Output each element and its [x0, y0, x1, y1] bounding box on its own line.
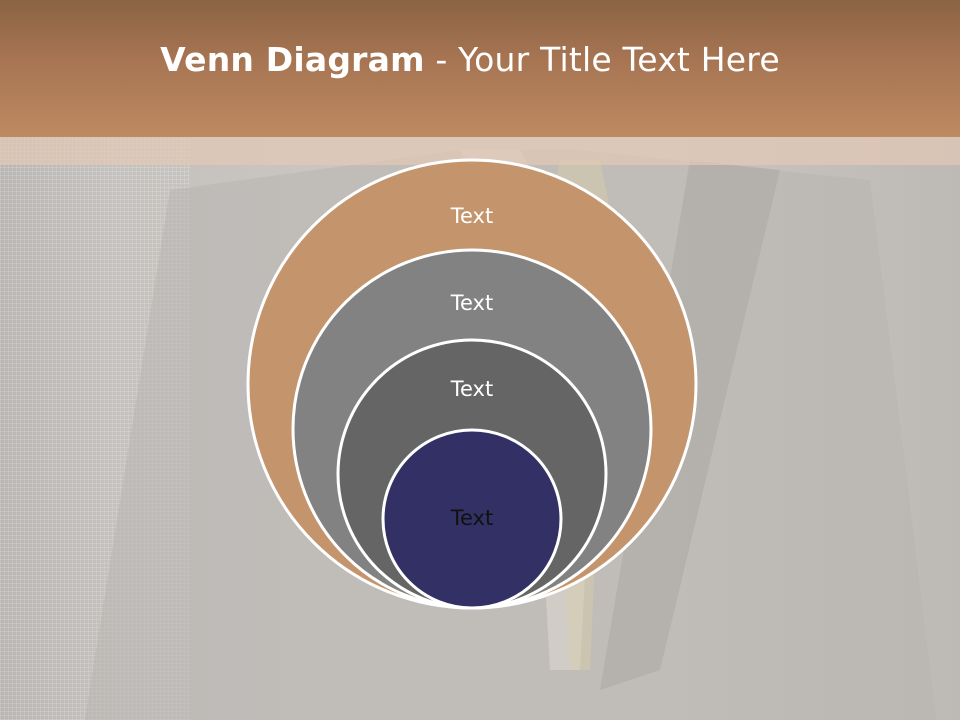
slide-title: Venn Diagram - Your Title Text Here: [0, 40, 940, 79]
venn-label-inner: Text: [450, 506, 494, 530]
title-rest-text: - Your Title Text Here: [424, 40, 780, 79]
venn-circle-inner[interactable]: [381, 428, 563, 610]
title-bold-text: Venn Diagram: [160, 40, 425, 79]
title-bar: [0, 0, 960, 137]
venn-label-outer: Text: [450, 204, 494, 228]
venn-label-second: Text: [450, 291, 494, 315]
venn-label-third: Text: [450, 377, 494, 401]
